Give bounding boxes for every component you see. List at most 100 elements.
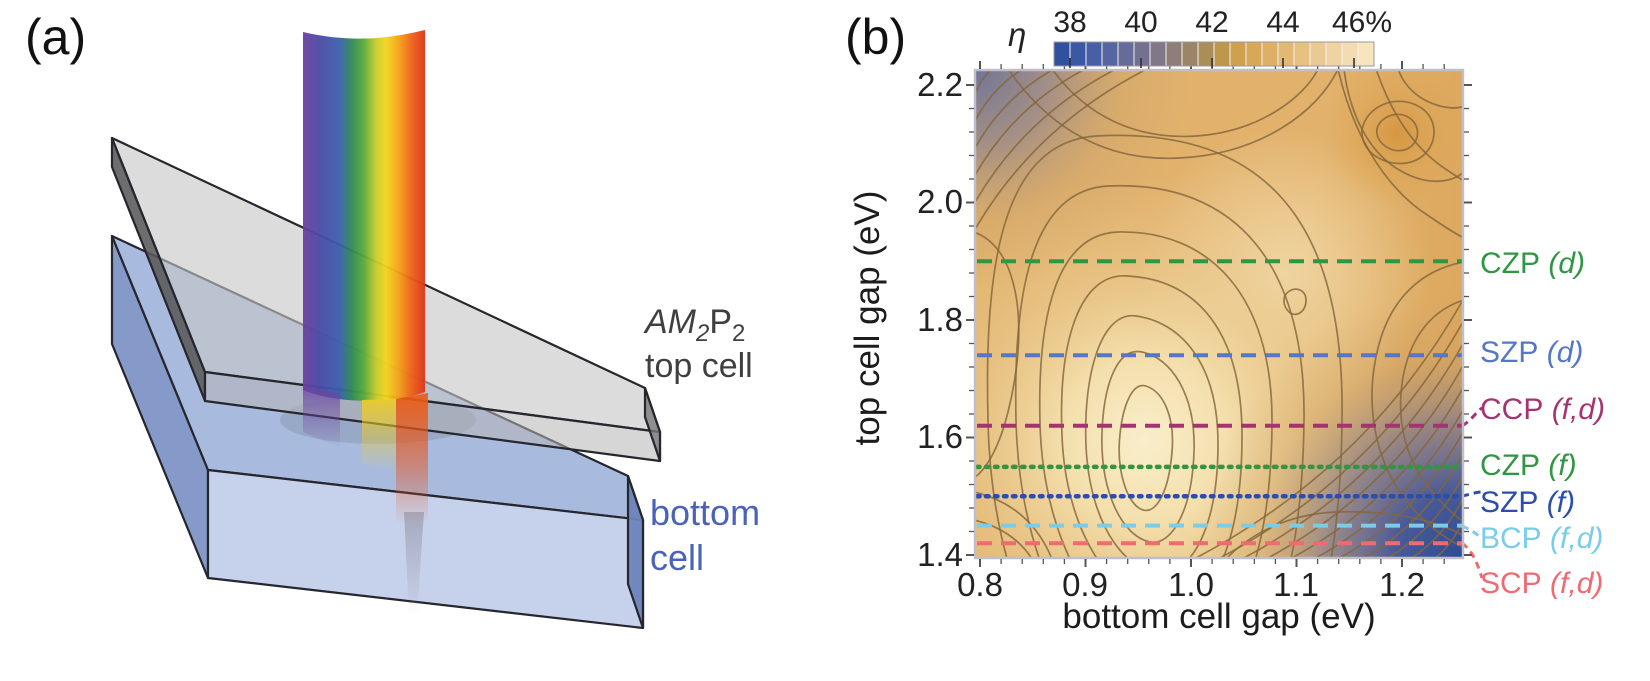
colorbar-cell [1277,41,1295,67]
x-axis-label: bottom cell gap (eV) [1062,597,1376,636]
contour-line [976,71,1115,203]
y-tick-label: 2.0 [917,183,963,220]
colorbar-cell [1229,41,1247,67]
colorbar-tick-label: 46% [1331,6,1393,39]
colorbar-frame [1053,41,1375,67]
colorbar-cell [1149,41,1167,67]
colorbar-cell [1165,41,1183,67]
panel-a-letter: (a) [25,9,87,65]
colorbar-cells [1053,41,1375,67]
colorbar-cell [1213,41,1231,67]
ref-label-scp-fd: SCP (f,d) [1480,567,1603,601]
ref-label-ccp-fd: CCP (f,d) [1480,393,1605,427]
contour-line [1435,520,1462,557]
x-tick-label: 1.2 [1379,566,1425,603]
colorbar-cell [1341,41,1359,67]
y-tick-label: 1.6 [917,418,963,455]
plot-frame [973,68,1465,560]
ref-label-czp-d: CZP (d) [1480,247,1585,281]
ref-tag: (f) [1546,486,1576,519]
ccp-leader [1461,406,1483,428]
panel-b-letter: (b) [845,9,907,65]
ref-tag: (f,d) [1550,522,1604,555]
ref-name: CZP [1480,247,1540,280]
bcp-leader [1461,524,1483,540]
ref-tag: (d) [1546,336,1584,369]
plot-minor-ticks [966,61,1472,567]
ref-label-czp-f: CZP (f) [1480,449,1577,483]
top-cell-caption: top cell [645,347,753,385]
ref-tag: (f) [1548,449,1577,482]
contour-line [976,71,992,94]
colorbar-cell [1293,41,1311,67]
x-tick-label: 1.0 [1168,566,1214,603]
formula-sub-b: 2 [732,319,746,347]
colorbar-cell [1181,41,1199,67]
x-tick-label: 0.9 [1062,566,1108,603]
contour-line [976,71,1022,122]
colorbar-tick-label: 44 [1266,6,1300,39]
colorbar-cell [1245,41,1263,67]
contour-line [1195,299,1462,557]
ref-name: SZP [1480,486,1539,519]
reference-line-leaders [1461,406,1484,579]
ref-name: CCP [1480,393,1544,426]
colorbar-cell [1101,41,1119,67]
y-tick-label: 1.8 [917,301,963,338]
contour-line [1411,498,1462,557]
ref-name: SZP [1480,336,1539,369]
ref-name: BCP [1480,522,1542,555]
colorbar-tick-label: 38 [1053,6,1087,39]
colorbar-cell [1069,41,1087,67]
colorbar-tick-label: 40 [1124,6,1158,39]
contour-line [976,71,1146,230]
x-tick-label: 0.8 [957,566,1003,603]
spectrum-beam-gray-wisp [404,512,424,615]
bottom-cell-caption-line1: bottom [650,492,761,533]
ref-tag: (f,d) [1550,567,1604,600]
contour-lines [976,71,1462,557]
colorbar-cell [1053,41,1071,67]
colorbar-cell [1261,41,1279,67]
bottom-cell-right-face [626,474,645,630]
bottom-cell-caption-line2: cell [650,537,705,578]
contour-line [976,71,1053,149]
contour-line [1387,475,1462,557]
colorbar-cell [1357,41,1375,67]
spectrum-beam-red-fade [396,393,428,525]
formula-sub-a: 2 [696,319,710,347]
formula-p: P [709,303,733,341]
y-axis-label: top cell gap (eV) [848,190,887,446]
ref-name: SCP [1480,567,1542,600]
spectrum-beam-yellow-fade [362,399,396,472]
colorbar-cell [1325,41,1343,67]
colorbar-symbol: η [1008,16,1027,53]
colorbar-cell [1085,41,1103,67]
top-cell-right-face [643,386,662,463]
y-tick-label: 1.4 [917,536,963,573]
formula-am: AM [645,303,696,341]
contour-line [976,71,1084,176]
top-cell-formula: AM2P2 [645,303,745,348]
contour-line [1339,431,1462,557]
contour-field [975,70,1463,558]
ref-tag: (f,d) [1551,393,1606,426]
colorbar-cell [1309,41,1327,67]
colorbar-tick-label: 42 [1195,6,1229,39]
y-tick-label: 2.2 [917,66,963,103]
szp-f-leader [1461,490,1483,498]
spectrum-beam-violet-fade [303,388,340,448]
colorbar-cell [1133,41,1151,67]
colorbar-ticks [1069,58,1355,68]
solar-spectrum-beam-icon [303,30,428,615]
x-tick-label: 1.1 [1273,566,1319,603]
ref-tag: (d) [1548,247,1586,280]
ref-name: CZP [1480,449,1540,482]
contour-line [1267,365,1462,557]
ref-label-szp-d: SZP (d) [1480,336,1583,370]
colorbar [1053,41,1375,68]
spectrum-beam-main [303,30,425,401]
ref-label-szp-f: SZP (f) [1480,486,1575,520]
